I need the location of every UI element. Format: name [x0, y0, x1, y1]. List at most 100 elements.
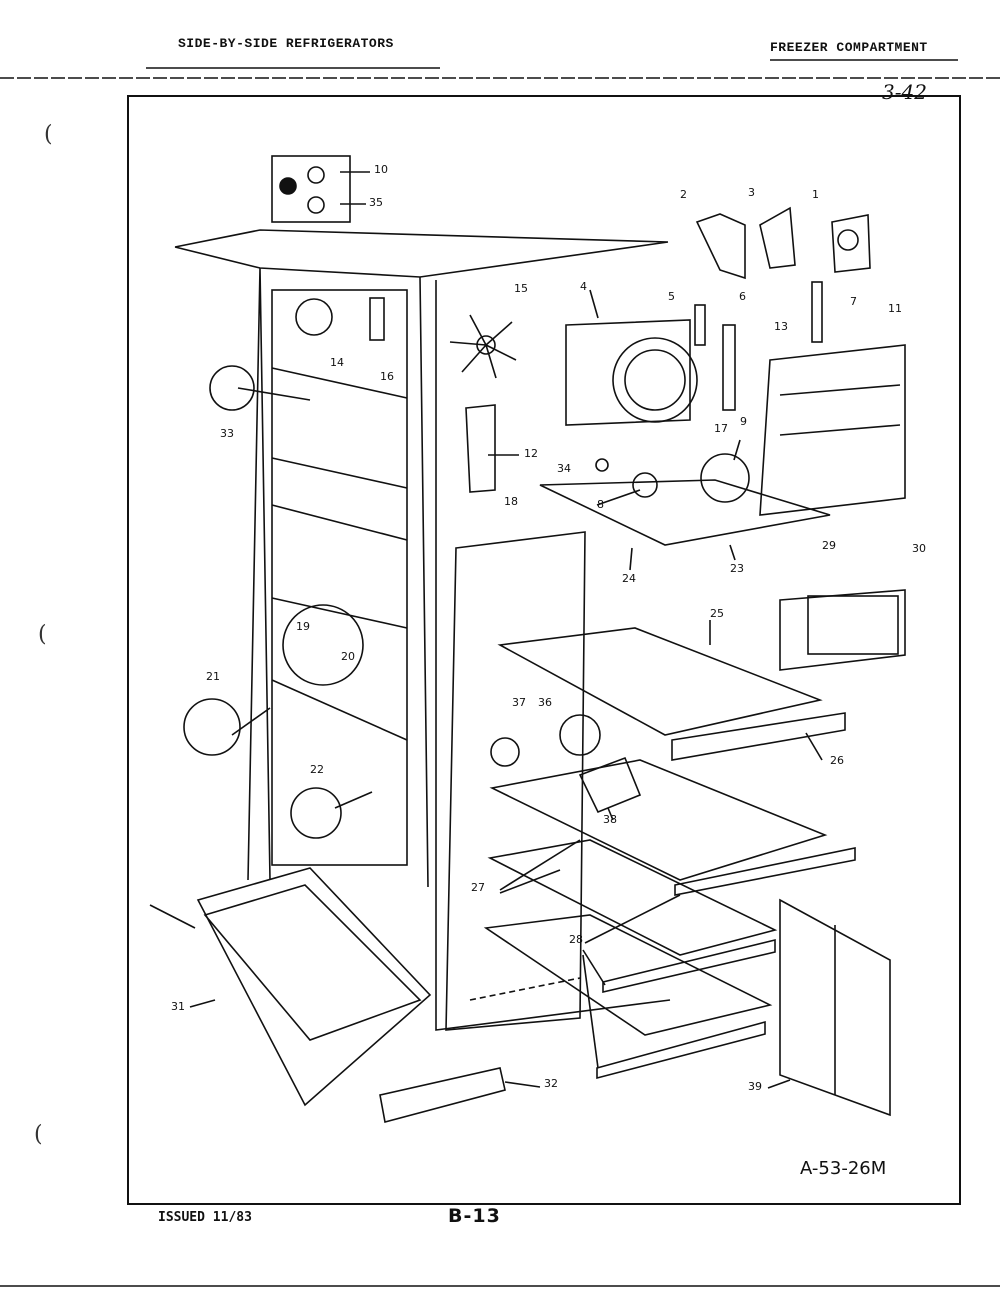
margin-mark: (	[34, 1122, 43, 1147]
callout-31: 31	[171, 1000, 185, 1013]
cabinet-top	[174, 229, 669, 278]
callout-22: 22	[310, 763, 324, 776]
glass-shelf	[483, 914, 773, 1036]
detail-leader	[334, 791, 373, 809]
callout-24: 24	[622, 572, 636, 585]
callout-leader	[596, 489, 641, 506]
header-left-title: SIDE-BY-SIDE REFRIGERATORS	[178, 36, 394, 51]
callout-29: 29	[822, 539, 836, 552]
issued-date: ISSUED 11/83	[158, 1210, 252, 1225]
callout-8: 8	[597, 498, 604, 511]
callout-leader	[729, 544, 736, 561]
callout-15: 15	[514, 282, 528, 295]
door-shelf	[271, 679, 408, 741]
callout-leader	[499, 839, 581, 891]
callout-26: 26	[830, 754, 844, 767]
margin-mark: (	[44, 122, 53, 147]
callout-leader	[504, 1081, 541, 1088]
fan-motor-grille	[624, 349, 686, 411]
callout-10: 10	[374, 163, 388, 176]
screw-34	[595, 458, 609, 472]
lamp-bulb-9	[700, 453, 750, 503]
callout-32: 32	[544, 1077, 558, 1090]
callout-leader	[589, 289, 599, 319]
shelf-trim	[674, 847, 856, 896]
lamp-housing-38	[578, 756, 642, 814]
cabinet-left-walls	[247, 267, 429, 888]
detail-leader	[231, 707, 271, 736]
callout-11: 11	[888, 302, 902, 315]
control-housing	[759, 344, 906, 516]
motor-bracket	[565, 319, 691, 426]
strip-part	[811, 281, 823, 343]
page-number: B-13	[448, 1205, 501, 1227]
callout-19: 19	[296, 620, 310, 633]
callout-17: 17	[714, 422, 728, 435]
strip-part	[722, 324, 736, 411]
light-shield-insert	[807, 595, 899, 655]
callout-1: 1	[812, 188, 819, 201]
callout-6: 6	[739, 290, 746, 303]
vent-louvers	[469, 977, 581, 1001]
callout-20: 20	[341, 650, 355, 663]
shelf-front-trim	[671, 712, 846, 761]
door-shelf	[271, 457, 408, 489]
callout-16: 16	[380, 370, 394, 383]
lamp-socket-8	[632, 472, 658, 498]
lamp-bulb-36	[559, 714, 601, 756]
fan-motor	[612, 337, 698, 423]
callout-30: 30	[912, 542, 926, 555]
callout-13: 13	[774, 320, 788, 333]
shelf-trim	[596, 1020, 766, 1080]
door-shelf	[271, 597, 408, 629]
callout-5: 5	[668, 290, 675, 303]
callout-37: 37	[512, 696, 526, 709]
callout-leader	[767, 1079, 791, 1089]
callout-33: 33	[220, 427, 234, 440]
freezer-shelf	[497, 627, 823, 736]
liner-panel	[445, 531, 586, 1031]
callout-leader	[582, 954, 599, 1069]
callout-39: 39	[748, 1080, 762, 1093]
callout-35: 35	[369, 196, 383, 209]
callout-2: 2	[680, 188, 687, 201]
callout-leader	[629, 547, 633, 571]
callout-28: 28	[569, 933, 583, 946]
detail-circle	[183, 698, 241, 756]
callout-23: 23	[730, 562, 744, 575]
callout-36: 36	[538, 696, 552, 709]
bin-leader	[149, 904, 196, 929]
callout-leader	[499, 869, 561, 894]
switch-plate-hole	[837, 229, 859, 251]
evaporator-cover	[779, 898, 891, 1117]
inset-socket-icon	[307, 166, 325, 184]
fan-blade	[449, 314, 517, 379]
freezer-bin-rim	[203, 884, 422, 1041]
callout-leader	[582, 949, 606, 986]
diagram-frame	[127, 95, 961, 1205]
bracket-part-12	[465, 404, 496, 493]
callout-34: 34	[557, 462, 571, 475]
light-shield	[779, 589, 906, 671]
callout-leader	[607, 807, 614, 821]
callout-leader	[805, 732, 823, 761]
door-liner	[271, 289, 408, 866]
callout-leader	[189, 999, 216, 1008]
callout-7: 7	[850, 295, 857, 308]
detail-circle	[282, 604, 364, 686]
glass-shelf	[487, 839, 778, 956]
inset-socket-icon	[307, 196, 325, 214]
callout-38: 38	[603, 813, 617, 826]
callout-14: 14	[330, 356, 344, 369]
cam-part	[209, 365, 255, 411]
inset-bulb-icon	[279, 177, 297, 195]
callout-12: 12	[524, 447, 538, 460]
callout-leader	[733, 439, 741, 461]
callout-9: 9	[740, 415, 747, 428]
cabinet-back-wall	[435, 280, 671, 1031]
hinge-part	[295, 298, 333, 336]
margin-mark: (	[38, 622, 47, 647]
glass-shelf	[489, 759, 828, 881]
